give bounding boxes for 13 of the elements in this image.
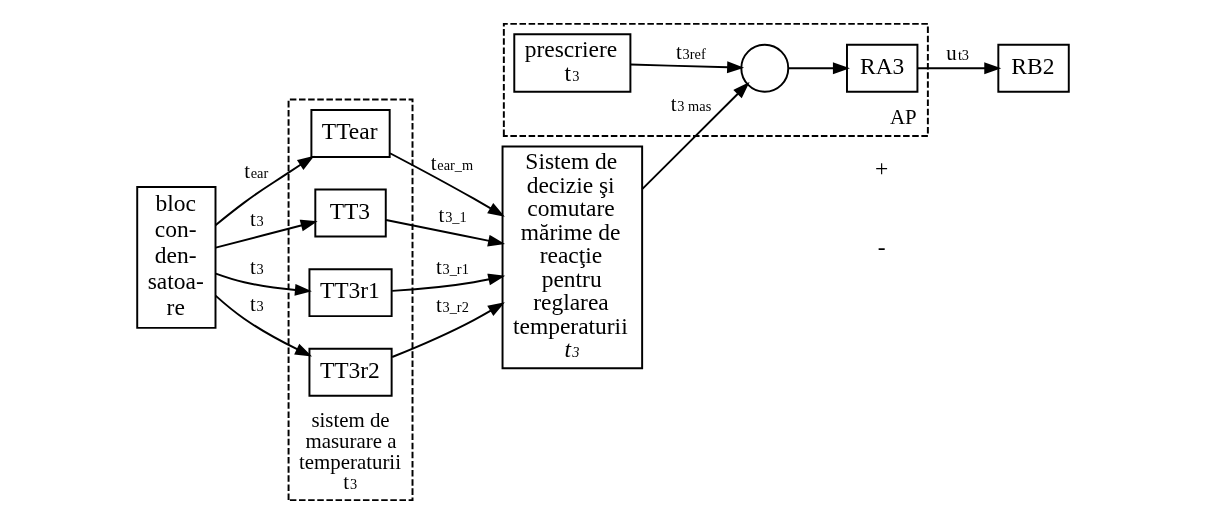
edge-label: t3 mas <box>670 92 712 117</box>
label: + <box>875 154 889 181</box>
edge-label: t3_1 <box>438 202 467 227</box>
edge-label: t3 <box>250 255 264 280</box>
edge-label: t3_r2 <box>436 292 469 317</box>
edge-label: t3_r1 <box>436 255 469 280</box>
edge-label: ut3 <box>946 41 970 66</box>
edge-label: t3 <box>250 291 264 316</box>
edge-label: t3 <box>250 206 264 231</box>
edge-label: tear <box>244 158 269 183</box>
label: - <box>877 234 886 261</box>
edge-label: tear_m <box>430 150 474 175</box>
edge-label: t3ref <box>676 39 706 64</box>
